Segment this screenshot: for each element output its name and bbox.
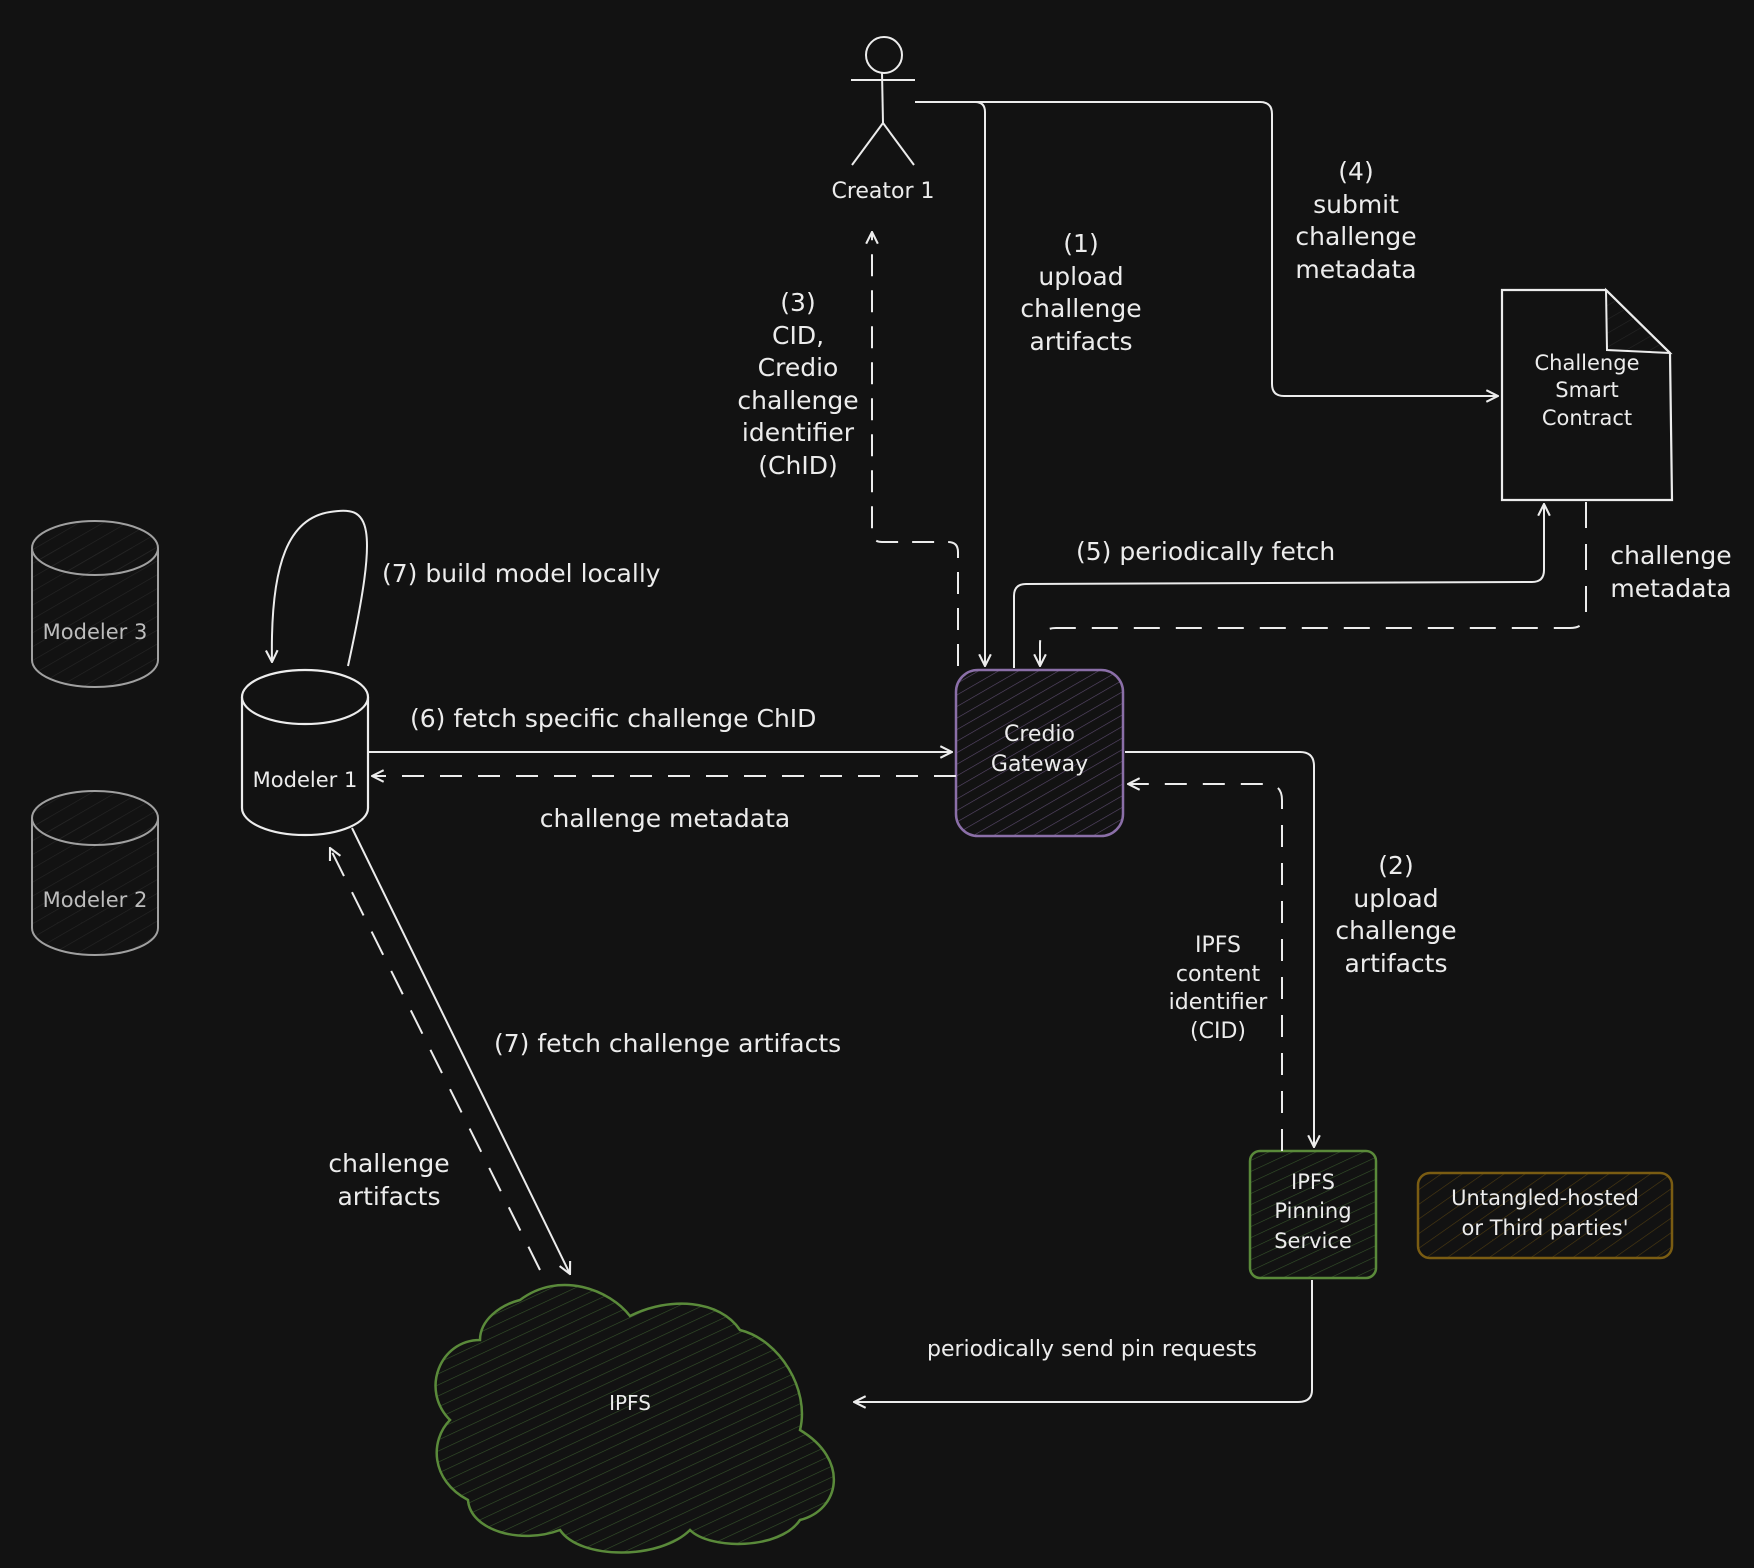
- gateway-label: Credio Gateway: [990, 722, 1089, 777]
- edge-2r-ipfs-cid[interactable]: [1128, 784, 1283, 1151]
- creator-head: [865, 36, 903, 74]
- edge-7-label: (7) fetch challenge artifacts: [494, 1029, 842, 1058]
- edge-pin-label: periodically send pin requests: [926, 1337, 1257, 1362]
- pinning-label: IPFS Pinning Service: [1274, 1170, 1352, 1253]
- edge-5r-label: challenge metadata: [1610, 541, 1732, 603]
- creator-leg-right: [882, 122, 915, 166]
- ipfs-label: IPFS: [609, 1391, 651, 1415]
- edge-2-label: (2) upload challenge artifacts: [1335, 851, 1457, 978]
- modeler1-cylinder[interactable]: [240, 668, 370, 837]
- creator-label: Creator 1: [831, 179, 935, 204]
- edge-7r-label: challenge artifacts: [328, 1149, 450, 1211]
- edge-7-build-model-loop[interactable]: [272, 509, 369, 667]
- document-fold-icon: [1604, 287, 1673, 355]
- edge-7-fetch-artifacts[interactable]: [351, 827, 570, 1274]
- edge-4-submit-metadata[interactable]: [975, 101, 1498, 396]
- edge-6-label: (6) fetch specific challenge ChID: [410, 704, 817, 733]
- edge-5r-challenge-metadata[interactable]: [1040, 502, 1587, 666]
- gateway-box[interactable]: [954, 668, 1125, 838]
- edge-5-label: (5) periodically fetch: [1076, 537, 1336, 566]
- edge-4-label: (4) submit challenge metadata: [1295, 157, 1417, 284]
- pinning-service-box[interactable]: [1248, 1149, 1378, 1280]
- smart-contract-document[interactable]: [1500, 287, 1674, 502]
- edge-2-upload-artifacts[interactable]: [1125, 751, 1314, 1147]
- edge-3-cid-chid[interactable]: [872, 232, 959, 666]
- modeler2-cylinder[interactable]: [31, 790, 159, 956]
- modeler2-label: Modeler 2: [42, 888, 148, 912]
- edge-3-label: (3) CID, Credio challenge identifier (Ch…: [737, 288, 859, 480]
- edge-6r-label: challenge metadata: [539, 804, 791, 833]
- edge-1-label: (1) upload challenge artifacts: [1020, 229, 1142, 356]
- creator-body: [881, 72, 884, 124]
- ipfs-cloud[interactable]: [434, 1283, 836, 1554]
- modeler3-cylinder[interactable]: [31, 520, 159, 688]
- edge-7loop-label: (7) build model locally: [382, 559, 661, 588]
- smart-contract-label: Challenge Smart Contract: [1534, 351, 1640, 430]
- creator-stick-figure[interactable]: [851, 36, 915, 166]
- creator-leg-left: [851, 122, 884, 166]
- edge-7r-challenge-artifacts[interactable]: [330, 848, 541, 1271]
- modeler3-label: Modeler 3: [42, 620, 148, 644]
- untangled-legend-box: [1416, 1171, 1674, 1260]
- untangled-label: Untangled-hosted or Third parties': [1451, 1186, 1639, 1241]
- modeler1-label: Modeler 1: [252, 768, 358, 792]
- edge-2r-label: IPFS content identifier (CID): [1168, 933, 1268, 1044]
- edge-5-periodically-fetch[interactable]: [1013, 504, 1544, 668]
- edge-pin-requests[interactable]: [854, 1280, 1313, 1402]
